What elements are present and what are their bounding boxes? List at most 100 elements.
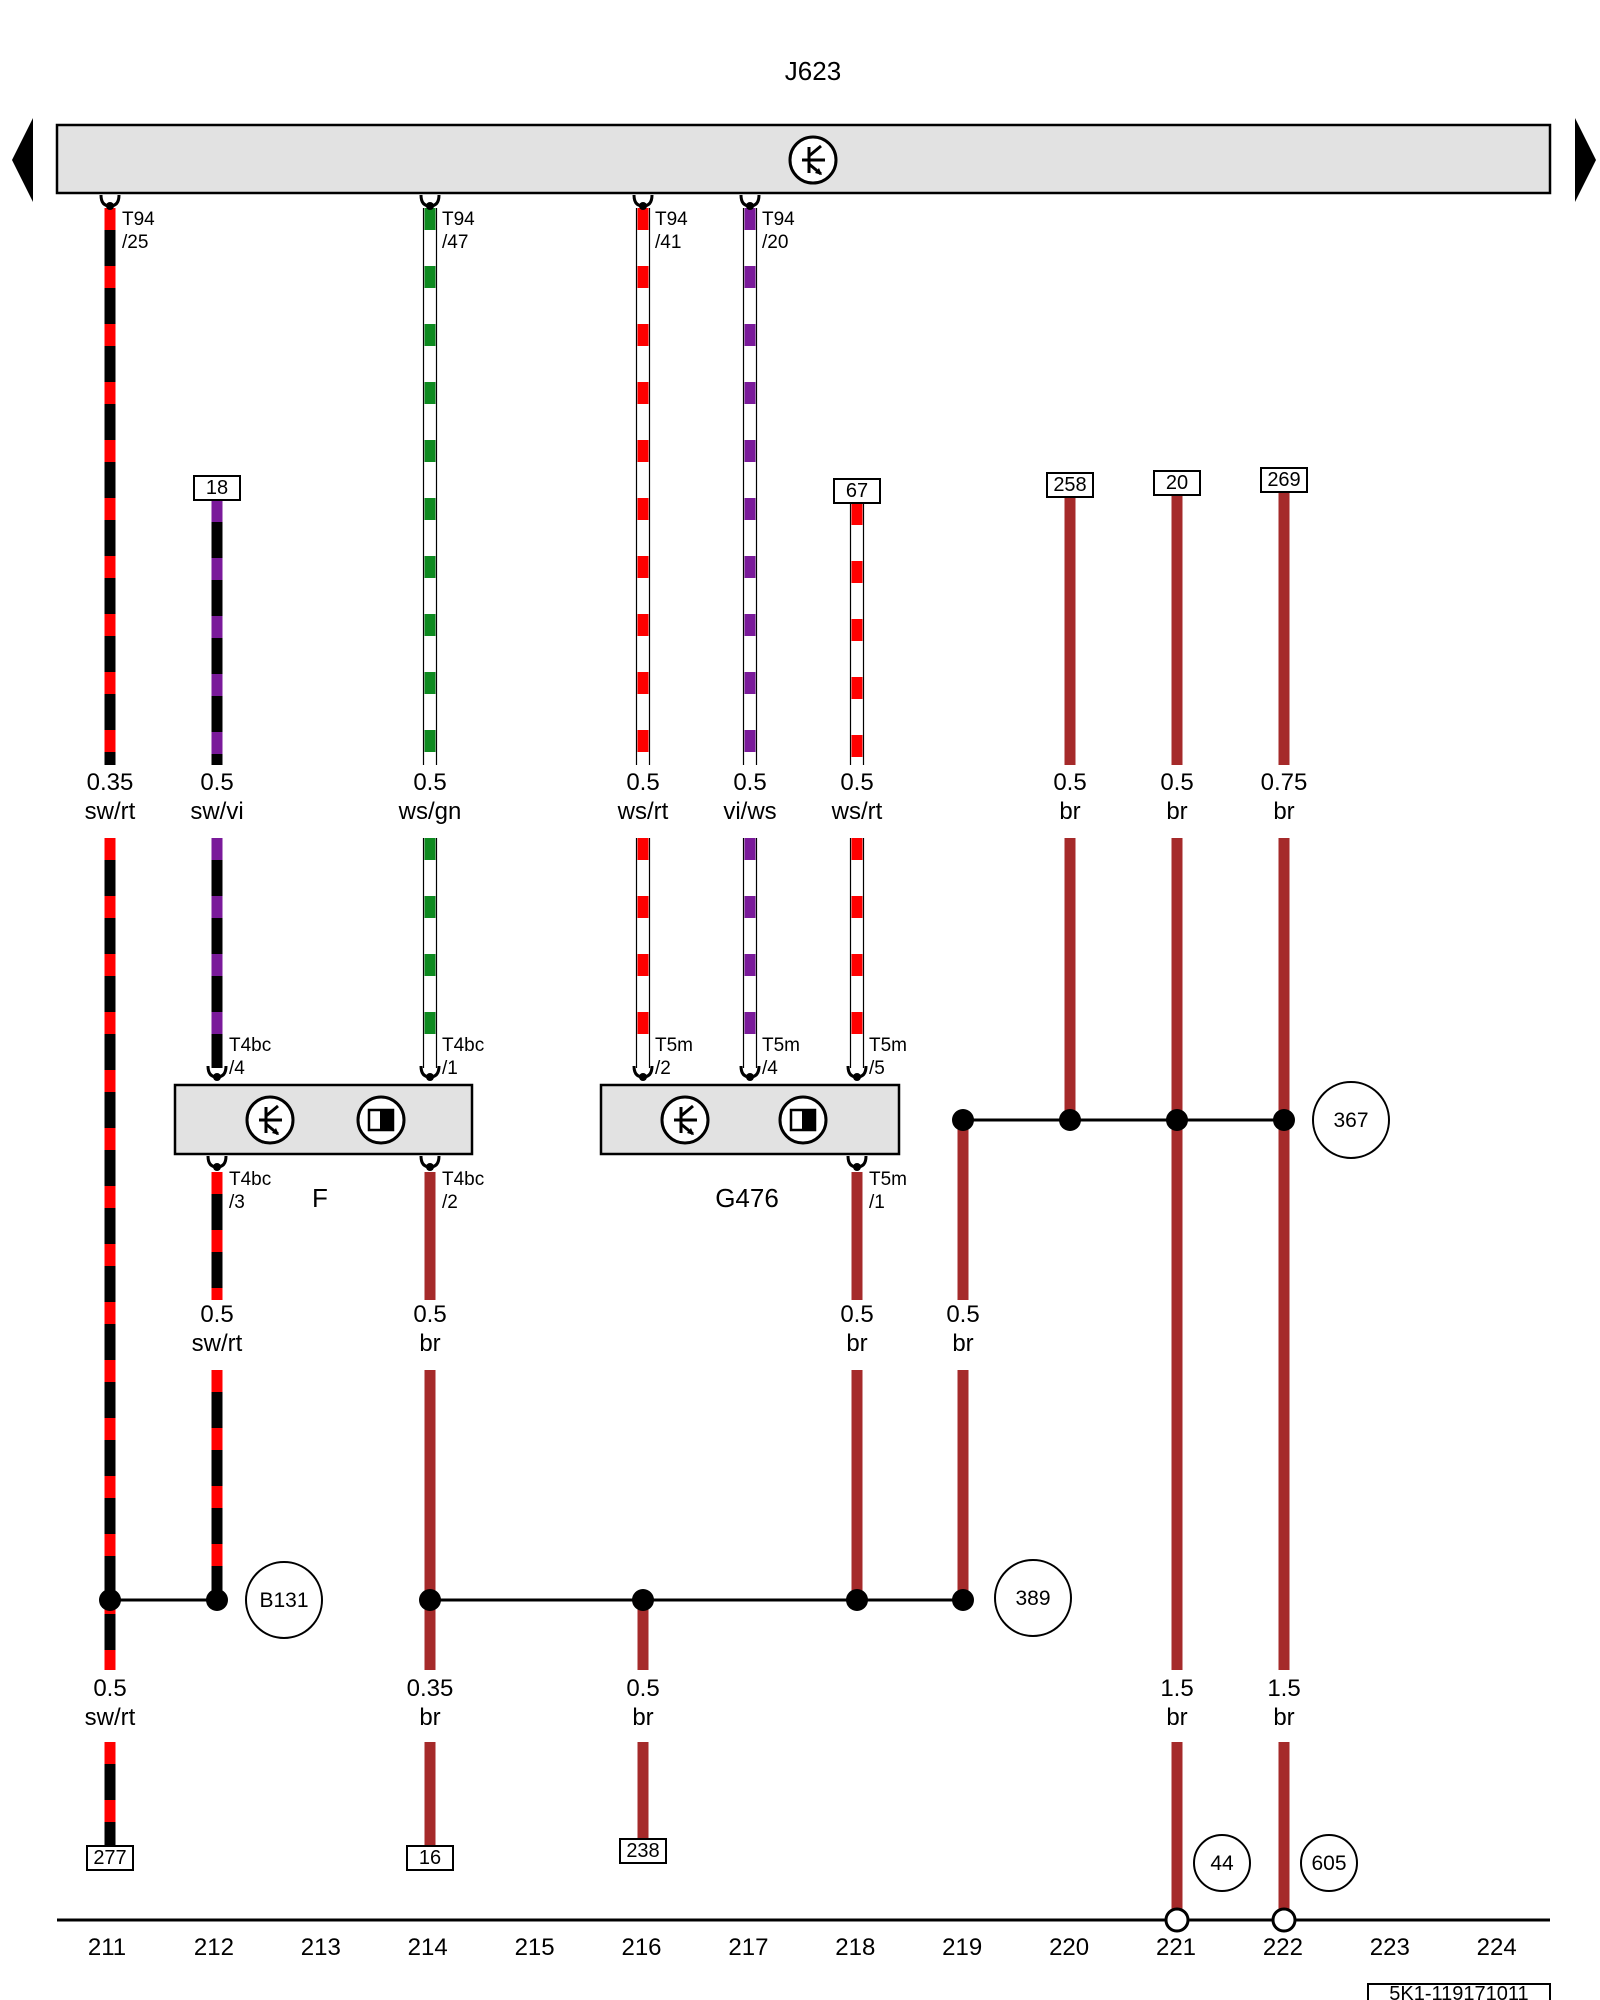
connection-number: 389 <box>1015 1587 1050 1610</box>
column-number: 214 <box>408 1934 448 1961</box>
pin-label: T5m/4 <box>762 1035 800 1079</box>
column-number: 216 <box>621 1934 661 1961</box>
junction-dot <box>952 1589 974 1611</box>
junction-dot <box>99 1589 121 1611</box>
reference-box <box>193 475 241 501</box>
pin-label: T94/41 <box>655 209 688 253</box>
component-f-label: F <box>312 1183 328 1213</box>
pin-label: T4bc/2 <box>442 1169 484 1213</box>
control-unit-label: J623 <box>785 56 841 86</box>
transistor-icon <box>788 135 838 185</box>
reference-box <box>86 1845 134 1871</box>
column-number: 218 <box>835 1934 875 1961</box>
ground-point <box>1271 1907 1297 1933</box>
connection-circle <box>245 1561 323 1639</box>
junction-dot <box>1166 1109 1188 1131</box>
reference-number: 67 <box>846 480 868 502</box>
reference-number: 269 <box>1267 469 1300 491</box>
column-number: 211 <box>88 1934 126 1961</box>
junction-dot <box>632 1589 654 1611</box>
pin-icon <box>632 1064 654 1083</box>
reference-box <box>619 1838 667 1864</box>
pin-label: T4bc/3 <box>229 1169 271 1213</box>
pin-icon <box>632 193 654 212</box>
junction-dot <box>206 1589 228 1611</box>
pin-label: T94/20 <box>762 209 795 253</box>
pin-label: T5m/1 <box>869 1169 907 1213</box>
pin-icon <box>419 1154 441 1173</box>
junction-dot <box>952 1109 974 1131</box>
reference-box <box>406 1845 454 1871</box>
pin-icon <box>206 1154 228 1173</box>
column-number: 212 <box>194 1934 234 1961</box>
sensor-icon <box>356 1095 406 1145</box>
reference-number: 258 <box>1053 474 1086 496</box>
junction-dot <box>1059 1109 1081 1131</box>
connection-number: 367 <box>1333 1109 1368 1132</box>
column-number: 213 <box>301 1934 341 1961</box>
pin-label: T94/25 <box>122 209 155 253</box>
column-number: 222 <box>1263 1934 1303 1961</box>
pin-label: T4bc/1 <box>442 1035 484 1079</box>
pin-icon <box>846 1154 868 1173</box>
connection-circle <box>1312 1081 1390 1159</box>
column-number: 220 <box>1049 1934 1089 1961</box>
reference-box <box>1260 467 1308 493</box>
junction-dot <box>846 1589 868 1611</box>
reference-box <box>1046 472 1094 498</box>
connection-number: 44 <box>1210 1852 1234 1875</box>
reference-number: 277 <box>93 1847 126 1869</box>
column-number: 215 <box>515 1934 555 1961</box>
pin-label: T5m/5 <box>869 1035 907 1079</box>
column-number: 221 <box>1156 1934 1196 1961</box>
reference-number: 238 <box>626 1840 659 1862</box>
column-number: 219 <box>942 1934 982 1961</box>
connection-number: B131 <box>259 1589 308 1612</box>
document-id: 5K1-119171011 <box>1389 1983 1528 2000</box>
reference-number: 20 <box>1166 472 1188 494</box>
wire-layer <box>99 208 1295 1909</box>
connection-circle <box>1300 1834 1358 1892</box>
pin-icon <box>846 1064 868 1083</box>
pin-icon <box>206 1064 228 1083</box>
component-f-box <box>173 1083 474 1156</box>
junction-dot <box>419 1589 441 1611</box>
continue-right-arrow <box>1575 118 1596 202</box>
component-g476-box <box>599 1083 901 1156</box>
reference-number: 18 <box>206 477 228 499</box>
transistor-icon <box>660 1095 710 1145</box>
transistor-icon <box>245 1095 295 1145</box>
pin-icon <box>739 1064 761 1083</box>
pin-icon <box>419 193 441 212</box>
junction-dot <box>1273 1109 1295 1131</box>
pin-icon <box>739 193 761 212</box>
connection-number: 605 <box>1311 1852 1346 1875</box>
component-g476-label: G476 <box>715 1183 779 1213</box>
reference-number: 16 <box>419 1847 441 1869</box>
pin-label: T4bc/4 <box>229 1035 271 1079</box>
document-id-box <box>1367 1983 1551 2000</box>
connection-circle <box>994 1559 1072 1637</box>
sensor-icon <box>778 1095 828 1145</box>
column-number: 217 <box>728 1934 768 1961</box>
reference-box <box>833 478 881 504</box>
